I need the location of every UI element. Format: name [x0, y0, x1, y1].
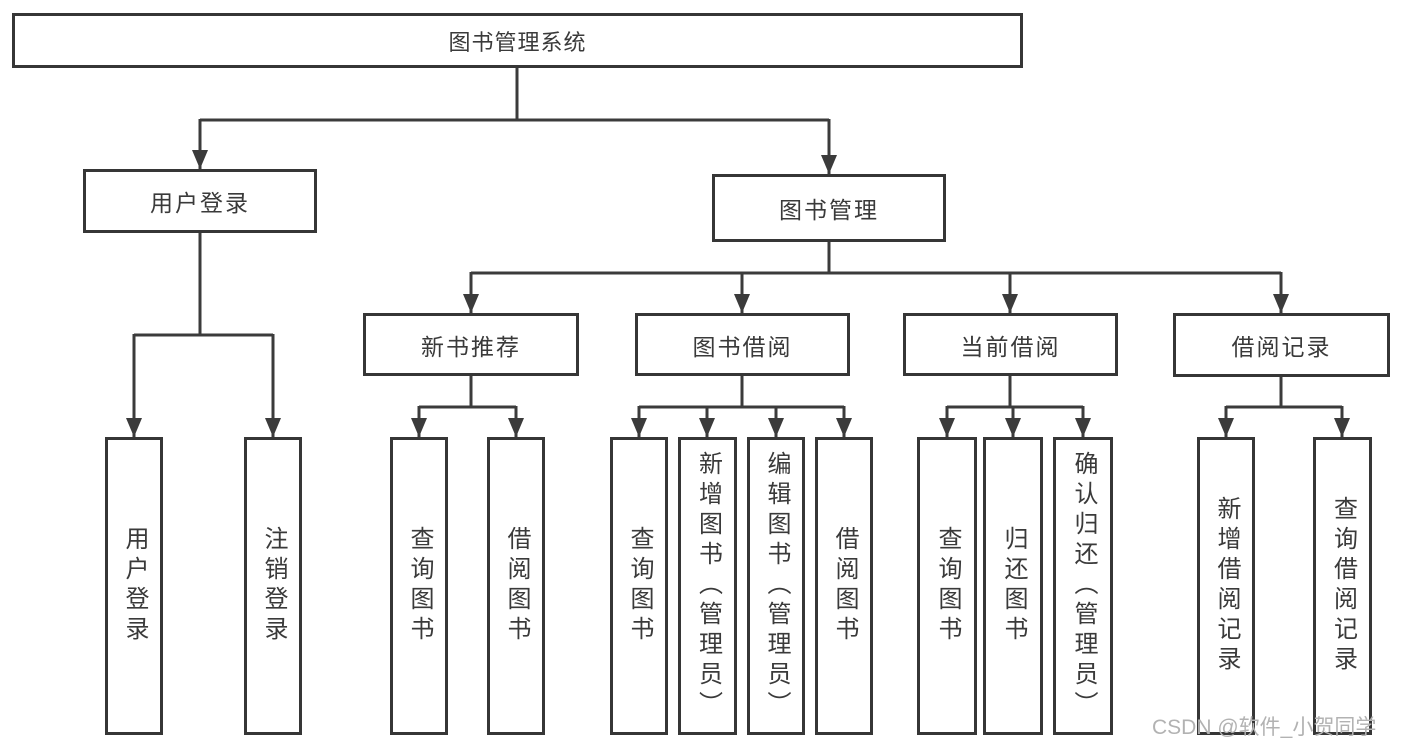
- leaf-newbooks-borrow-label: 借阅图书: [503, 526, 530, 646]
- leaf-current-query: 查询图书: [917, 437, 977, 735]
- node-root-label: 图书管理系统: [448, 29, 587, 55]
- leaf-newbooks-query-label: 查询图书: [406, 526, 433, 646]
- node-borrow-records: 借阅记录: [1173, 313, 1390, 377]
- leaf-borrow-borrow-label: 借阅图书: [831, 526, 858, 646]
- node-book-mgmt: 图书管理: [712, 174, 946, 242]
- leaf-borrow-edit: 编辑图书（管理员）: [747, 437, 805, 735]
- leaf-records-query: 查询借阅记录: [1313, 437, 1372, 735]
- leaf-user-login: 用户登录: [105, 437, 163, 735]
- leaf-borrow-edit-label: 编辑图书（管理员）: [763, 451, 790, 721]
- leaf-records-query-label: 查询借阅记录: [1329, 496, 1357, 676]
- leaf-current-confirm: 确认归还（管理员）: [1053, 437, 1113, 735]
- leaf-records-add-label: 新增借阅记录: [1213, 496, 1240, 676]
- node-new-books: 新书推荐: [363, 313, 579, 376]
- node-user-login-label: 用户登录: [150, 190, 250, 216]
- leaf-logout: 注销登录: [244, 437, 302, 735]
- leaf-current-return: 归还图书: [983, 437, 1043, 735]
- leaf-current-return-label: 归还图书: [1000, 526, 1027, 646]
- node-borrow-records-label: 借阅记录: [1231, 334, 1332, 360]
- node-root: 图书管理系统: [12, 13, 1023, 68]
- leaf-borrow-add: 新增图书（管理员）: [678, 437, 737, 735]
- leaf-borrow-query-label: 查询图书: [626, 526, 653, 646]
- leaf-newbooks-query: 查询图书: [390, 437, 448, 735]
- node-book-mgmt-label: 图书管理: [779, 197, 879, 223]
- leaf-newbooks-borrow: 借阅图书: [487, 437, 545, 735]
- leaf-borrow-query: 查询图书: [610, 437, 668, 735]
- leaf-logout-label: 注销登录: [260, 526, 287, 646]
- leaf-current-confirm-label: 确认归还（管理员）: [1070, 451, 1097, 721]
- leaf-records-add: 新增借阅记录: [1197, 437, 1255, 735]
- node-current-borrow: 当前借阅: [903, 313, 1118, 376]
- node-book-borrow: 图书借阅: [635, 313, 850, 376]
- node-current-borrow-label: 当前借阅: [960, 333, 1061, 360]
- node-book-borrow-label: 图书借阅: [692, 333, 793, 360]
- leaf-user-login-label: 用户登录: [121, 526, 148, 646]
- node-user-login: 用户登录: [83, 169, 317, 233]
- node-new-books-label: 新书推荐: [421, 333, 521, 360]
- leaf-borrow-add-label: 新增图书（管理员）: [694, 451, 722, 721]
- csdn-watermark: CSDN @软件_小贺同学: [1152, 716, 1377, 739]
- leaf-current-query-label: 查询图书: [934, 526, 961, 646]
- leaf-borrow-borrow: 借阅图书: [815, 437, 873, 735]
